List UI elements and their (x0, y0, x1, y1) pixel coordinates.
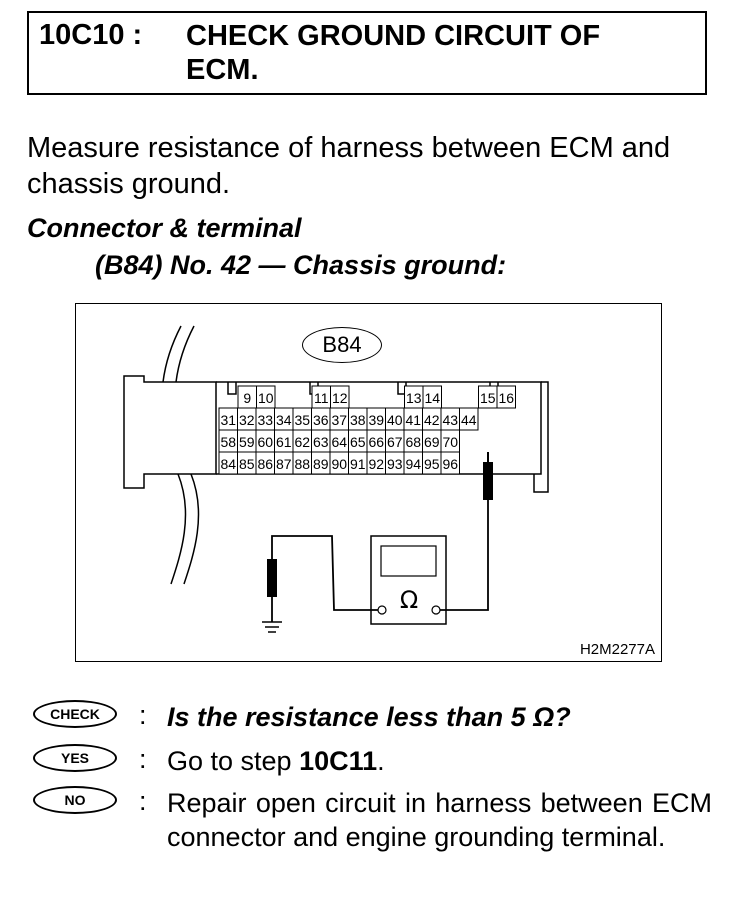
check-colon: : (139, 700, 147, 730)
ground-symbol (262, 621, 282, 633)
terminal-number: 15 (480, 390, 496, 406)
step-title-line2: ECM. (186, 54, 259, 86)
terminal-number: 84 (220, 456, 236, 472)
no-badge: NO (33, 786, 117, 814)
terminal-lead (440, 500, 489, 611)
terminal-number: 67 (387, 434, 403, 450)
no-colon: : (139, 786, 147, 816)
yes-answer: Go to step 10C11. (167, 744, 712, 778)
terminal-number: 88 (294, 456, 310, 472)
terminal-cell (440, 451, 460, 475)
yes-suffix: . (377, 746, 385, 776)
terminal-number: 96 (442, 456, 458, 472)
terminal-number: 42 (424, 412, 440, 428)
terminal-number: 37 (331, 412, 347, 428)
terminal-number: 9 (243, 390, 251, 406)
terminal-number: 85 (239, 456, 255, 472)
terminal-number: 41 (405, 412, 421, 428)
terminal-number: 35 (294, 412, 310, 428)
terminal-number: 65 (350, 434, 366, 450)
terminal-number: 14 (424, 390, 440, 406)
terminal-number: 61 (276, 434, 292, 450)
terminal-number: 64 (331, 434, 347, 450)
terminal-number: 11 (314, 390, 329, 406)
terminal-number: 91 (350, 456, 366, 472)
terminal-cell (459, 407, 479, 431)
yes-step-ref: 10C11 (299, 746, 378, 776)
terminal-number: 87 (276, 456, 292, 472)
terminal-number: 60 (257, 434, 273, 450)
terminal-cell (496, 385, 516, 409)
terminal-number: 40 (387, 412, 403, 428)
terminal-probe (483, 462, 493, 500)
terminal-number: 32 (239, 412, 255, 428)
check-question: Is the resistance less than 5 Ω? (167, 702, 571, 732)
step-title-line1: CHECK GROUND CIRCUIT OF (186, 20, 601, 52)
connector-detail: (B84) No. 42 — Chassis ground: (95, 250, 507, 280)
terminal-number: 10 (258, 390, 274, 406)
terminal-number: 44 (461, 412, 477, 428)
terminal-number: 36 (313, 412, 329, 428)
terminal-number: 59 (239, 434, 255, 450)
yes-prefix: Go to step (167, 746, 300, 776)
terminal-number: 93 (387, 456, 403, 472)
terminal-number: 95 (424, 456, 440, 472)
terminal-number: 70 (442, 434, 458, 450)
terminal-number: 38 (350, 412, 366, 428)
terminal-number: 16 (498, 390, 514, 406)
instruction-text: Measure resistance of harness between EC… (27, 132, 671, 200)
ohm-symbol: Ω (400, 586, 418, 614)
step-title: CHECK GROUND CIRCUIT OF ECM. (186, 19, 686, 87)
terminal-number: 92 (368, 456, 384, 472)
terminal-number: 31 (220, 412, 236, 428)
figure-code: H2M2277A (579, 641, 655, 658)
terminal-number: 68 (405, 434, 421, 450)
terminal-number: 63 (313, 434, 329, 450)
yes-colon: : (139, 744, 147, 774)
ground-lead (271, 535, 378, 611)
yes-badge: YES (33, 744, 117, 772)
step-code: 10C10 : (39, 19, 143, 51)
no-answer: Repair open circuit in harness between E… (167, 788, 712, 852)
terminal-number: 43 (442, 412, 458, 428)
terminal-number: 33 (257, 412, 273, 428)
terminal-number: 12 (332, 390, 348, 406)
ground-probe (267, 559, 277, 597)
terminal-number: 34 (276, 412, 292, 428)
connector-label: B84 (302, 327, 382, 363)
connector-heading: Connector & terminal (27, 213, 302, 243)
terminal-number: 86 (257, 456, 273, 472)
step-header-box: 10C10 : CHECK GROUND CIRCUIT OF ECM. (27, 11, 707, 95)
terminal-number: 89 (313, 456, 329, 472)
terminal-number: 62 (294, 434, 310, 450)
terminal-number: 69 (424, 434, 440, 450)
check-badge: CHECK (33, 700, 117, 728)
terminal-number: 39 (368, 412, 384, 428)
meter-display (380, 545, 437, 577)
terminal-number: 58 (220, 434, 236, 450)
terminal-number: 66 (368, 434, 384, 450)
terminal-number: 13 (406, 390, 422, 406)
terminal-number: 94 (405, 456, 421, 472)
terminal-number: 90 (331, 456, 347, 472)
